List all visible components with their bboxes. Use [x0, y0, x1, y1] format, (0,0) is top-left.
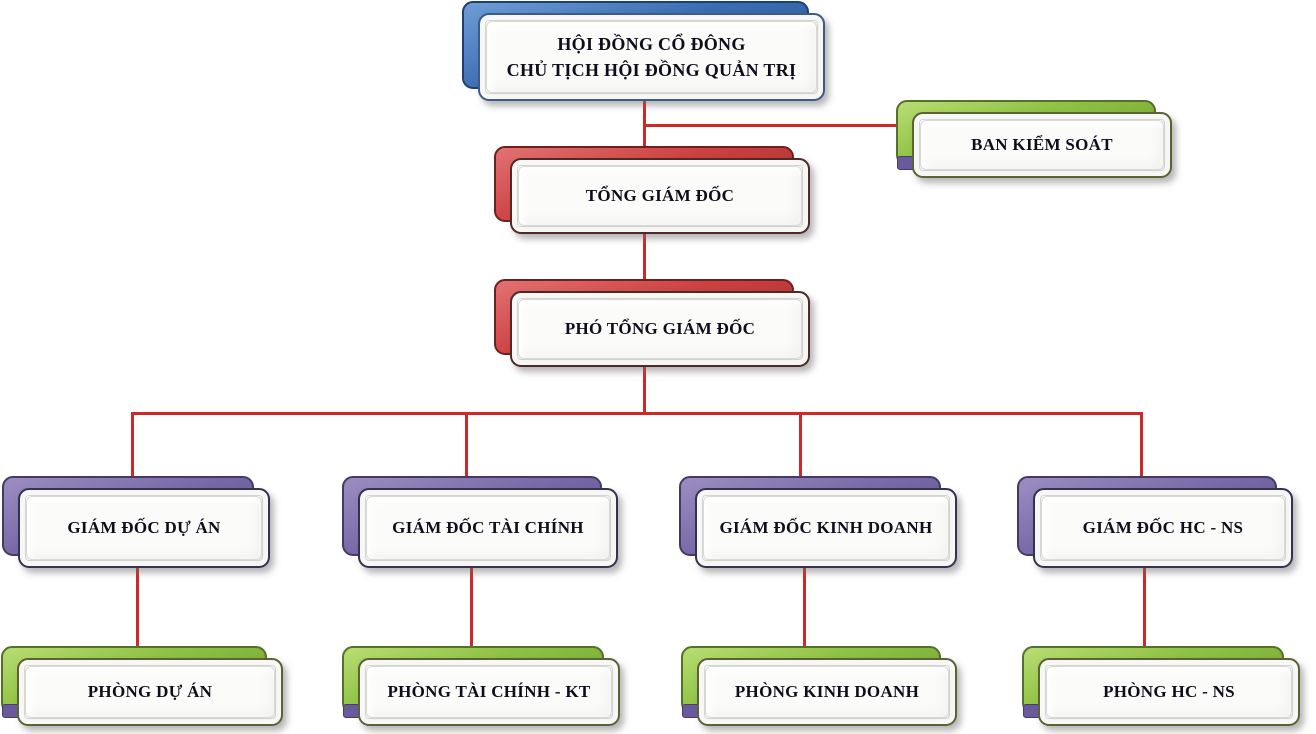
node-face: GIÁM ĐỐC HC - NS: [1033, 488, 1293, 568]
connector-drop-dept-1: [136, 564, 139, 662]
node-board-of-shareholders: HỘI ĐỒNG CỔ ĐÔNG CHỦ TỊCH HỘI ĐỒNG QUẢN …: [462, 1, 825, 101]
node-face: PHÒNG KINH DOANH: [697, 658, 957, 726]
connector-drop-director-3: [799, 412, 802, 492]
node-label: PHÒNG TÀI CHÍNH - KT: [387, 681, 591, 701]
node-label: GIÁM ĐỐC KINH DOANH: [719, 517, 933, 537]
node-label: BAN KIỂM SOÁT: [971, 134, 1113, 154]
node-label: GIÁM ĐỐC DỰ ÁN: [67, 517, 221, 537]
node-director-hr-admin: GIÁM ĐỐC HC - NS: [1017, 476, 1293, 568]
node-deputy-ceo: PHÓ TỔNG GIÁM ĐỐC: [494, 279, 810, 367]
connector-board-ceo: [643, 99, 646, 161]
connector-drop-director-2: [465, 412, 468, 492]
node-label: CHỦ TỊCH HỘI ĐỒNG QUẢN TRỊ: [506, 60, 797, 80]
node-label: GIÁM ĐỐC HC - NS: [1082, 517, 1244, 537]
connector-drop-director-4: [1140, 412, 1143, 492]
node-face: TỔNG GIÁM ĐỐC: [510, 158, 810, 234]
node-face: GIÁM ĐỐC DỰ ÁN: [18, 488, 270, 568]
node-label: TỔNG GIÁM ĐỐC: [585, 185, 735, 205]
node-dept-sales: PHÒNG KINH DOANH: [681, 646, 957, 726]
connector-ceo-deputy: [643, 232, 646, 294]
node-label: GIÁM ĐỐC TÀI CHÍNH: [392, 517, 584, 537]
node-face: BAN KIỂM SOÁT: [912, 112, 1172, 178]
node-director-finance: GIÁM ĐỐC TÀI CHÍNH: [342, 476, 618, 568]
node-face: PHÒNG HC - NS: [1038, 658, 1300, 726]
node-label: PHÓ TỔNG GIÁM ĐỐC: [564, 318, 756, 338]
node-face: GIÁM ĐỐC TÀI CHÍNH: [358, 488, 618, 568]
connector-drop-dept-3: [803, 564, 806, 662]
node-director-sales: GIÁM ĐỐC KINH DOANH: [679, 476, 957, 568]
node-dept-project: PHÒNG DỰ ÁN: [1, 646, 283, 726]
connector-drop-dept-4: [1143, 564, 1146, 662]
node-face: PHÒNG DỰ ÁN: [17, 658, 283, 726]
connector-bus: [131, 412, 1143, 415]
node-label: HỘI ĐỒNG CỔ ĐÔNG: [557, 33, 746, 54]
node-label: PHÒNG DỰ ÁN: [87, 681, 213, 701]
node-supervisory-board: BAN KIỂM SOÁT: [896, 100, 1172, 178]
node-face: GIÁM ĐỐC KINH DOANH: [695, 488, 957, 568]
node-face: PHÒNG TÀI CHÍNH - KT: [358, 658, 620, 726]
node-label: PHÒNG KINH DOANH: [734, 681, 920, 701]
node-ceo: TỔNG GIÁM ĐỐC: [494, 146, 810, 234]
connector-drop-dept-2: [470, 564, 473, 662]
node-dept-finance-accounting: PHÒNG TÀI CHÍNH - KT: [342, 646, 620, 726]
node-face: HỘI ĐỒNG CỔ ĐÔNG CHỦ TỊCH HỘI ĐỒNG QUẢN …: [478, 13, 825, 101]
node-label: PHÒNG HC - NS: [1103, 681, 1235, 701]
connector-drop-director-1: [131, 412, 134, 492]
connector-to-supervisory: [643, 124, 905, 127]
connector-deputy-bus: [643, 366, 646, 415]
node-director-project: GIÁM ĐỐC DỰ ÁN: [2, 476, 270, 568]
node-face: PHÓ TỔNG GIÁM ĐỐC: [510, 291, 810, 367]
node-dept-hr-admin: PHÒNG HC - NS: [1022, 646, 1300, 726]
